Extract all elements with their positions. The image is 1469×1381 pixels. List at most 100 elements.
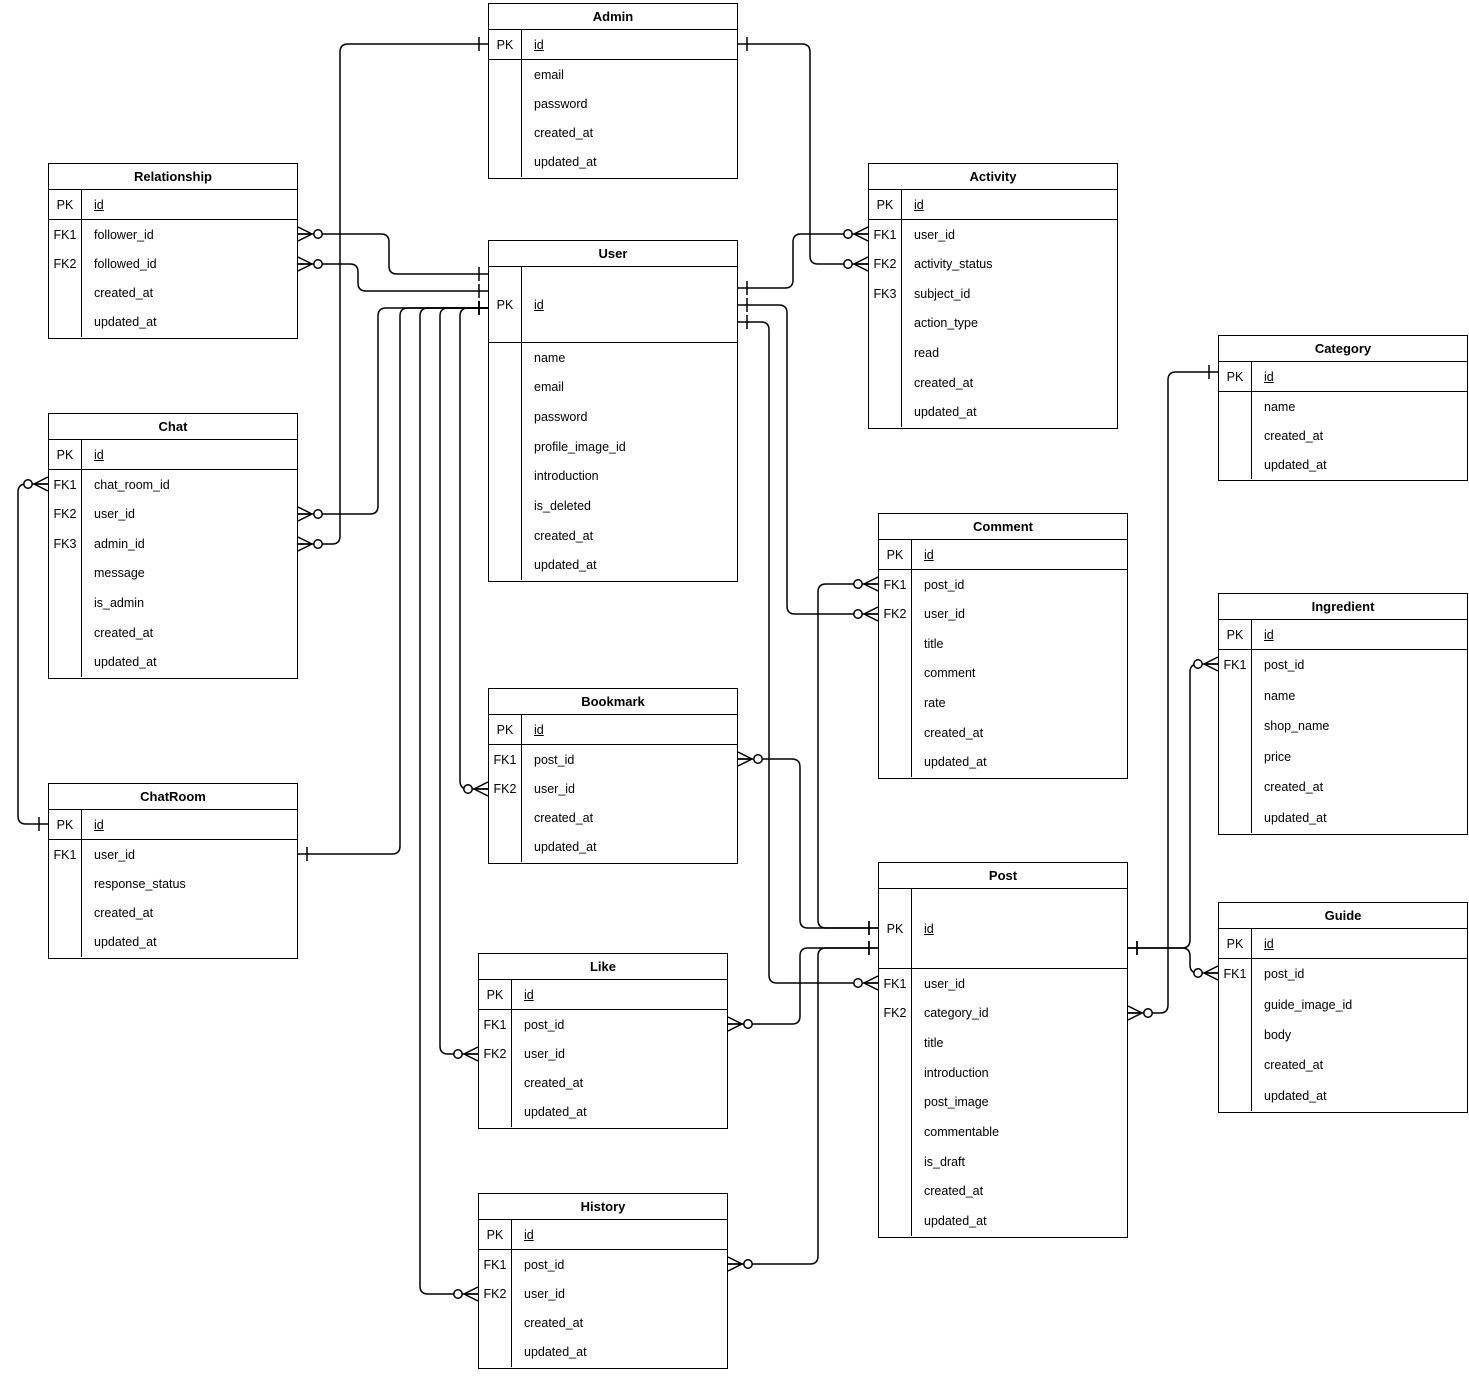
- field-name: created_at: [924, 725, 984, 740]
- connector-line[interactable]: [1128, 947, 1218, 974]
- connector-bookmark-post_id-to-post-id[interactable]: [737, 751, 878, 935]
- fk-key-label: [879, 629, 912, 659]
- fk-key-label: [49, 588, 82, 618]
- connector-user-id-to-comment-user_id[interactable]: [738, 298, 879, 622]
- fk-key-label: FK2: [879, 998, 912, 1029]
- pk-field-name: id: [1264, 627, 1274, 642]
- connector-line[interactable]: [439, 307, 488, 1055]
- field-row: read: [869, 338, 1117, 368]
- connector-bookmark-user_id-to-user-id[interactable]: [459, 301, 489, 797]
- connector-line[interactable]: [419, 307, 488, 1295]
- fk-key-label: [879, 1028, 912, 1058]
- fk-key-label: [489, 431, 522, 462]
- connector-line[interactable]: [459, 307, 488, 790]
- field-name: user_id: [924, 607, 965, 622]
- fk-key-label: [489, 832, 522, 862]
- connector-user-id-to-post-user_id[interactable]: [738, 315, 879, 991]
- connector-like-user_id-to-user-id[interactable]: [439, 301, 488, 1062]
- connector-admin-id-to-activity-activity_status[interactable]: [738, 37, 869, 272]
- connector-post-id-to-guide-post_id[interactable]: [1128, 941, 1219, 981]
- connector-post-id-to-comment-post_id[interactable]: [817, 576, 879, 935]
- field-row: created_at: [1219, 1050, 1467, 1081]
- fk-key-label: [869, 397, 902, 427]
- field-name: updated_at: [1264, 1088, 1327, 1103]
- field-name: user_id: [534, 781, 575, 796]
- fk-key-label: [1219, 1019, 1252, 1051]
- fk-key-label: [49, 617, 82, 648]
- connector-chat-chat_room_id-to-chatroom-id[interactable]: [17, 476, 49, 831]
- connector-line[interactable]: [728, 947, 878, 1265]
- connector-line[interactable]: [1128, 371, 1218, 1014]
- connector-line[interactable]: [738, 233, 868, 289]
- connector-chat-user_id-to-user-id[interactable]: [297, 301, 488, 522]
- connector-relationship-followed_id-to-user-id[interactable]: [297, 256, 488, 298]
- field-row: created_at: [1219, 772, 1467, 803]
- connector-line[interactable]: [738, 43, 868, 265]
- fk-key-label: [49, 278, 82, 308]
- connector-line[interactable]: [1128, 663, 1218, 949]
- connector-user-id-to-activity-user_id[interactable]: [738, 226, 869, 295]
- field-name: user_id: [914, 227, 955, 242]
- connector-line[interactable]: [817, 583, 878, 929]
- connector-like-post_id-to-post-id[interactable]: [727, 941, 878, 1032]
- fk-key-label: [49, 647, 82, 677]
- field-name: updated_at: [524, 1105, 587, 1120]
- fk-key-label: [879, 1176, 912, 1207]
- connector-post-id-to-ingredient-post_id[interactable]: [1128, 656, 1219, 955]
- field-row: updated_at: [49, 927, 297, 957]
- fk-key-label: FK1: [1219, 959, 1252, 990]
- fk-key-label: [1219, 1050, 1252, 1081]
- field-name: commentable: [924, 1125, 1000, 1140]
- connector-line[interactable]: [298, 307, 488, 515]
- pk-key-label: PK: [49, 190, 82, 219]
- connector-line[interactable]: [298, 307, 488, 855]
- connector-history-post_id-to-post-id[interactable]: [727, 941, 878, 1272]
- field-name: guide_image_id: [1264, 997, 1353, 1012]
- connector-relationship-follower_id-to-user-id[interactable]: [297, 226, 488, 281]
- pk-key-label: PK: [49, 440, 82, 469]
- field-row: created_at: [489, 803, 737, 833]
- connector-line[interactable]: [298, 43, 488, 545]
- field-name: updated_at: [534, 155, 597, 170]
- connector-line[interactable]: [298, 233, 488, 275]
- connector-line[interactable]: [17, 483, 48, 825]
- field-row: updated_at: [1219, 450, 1467, 479]
- connector-history-user_id-to-user-id[interactable]: [419, 301, 488, 1302]
- connector-post-category_id-to-category-id[interactable]: [1127, 365, 1218, 1021]
- field-name: title: [924, 636, 944, 651]
- field-row: title: [879, 1028, 1127, 1058]
- field-name: introduction: [534, 469, 599, 484]
- field-name: updated_at: [94, 315, 157, 330]
- connector-line[interactable]: [738, 321, 878, 984]
- connector-line[interactable]: [728, 947, 878, 1025]
- connector-chat-admin_id-to-admin-id[interactable]: [297, 37, 488, 552]
- connector-line[interactable]: [738, 758, 878, 929]
- field-name: created_at: [94, 906, 154, 921]
- connector-line[interactable]: [298, 263, 488, 292]
- connector-line[interactable]: [738, 304, 878, 615]
- field-name: email: [534, 67, 564, 82]
